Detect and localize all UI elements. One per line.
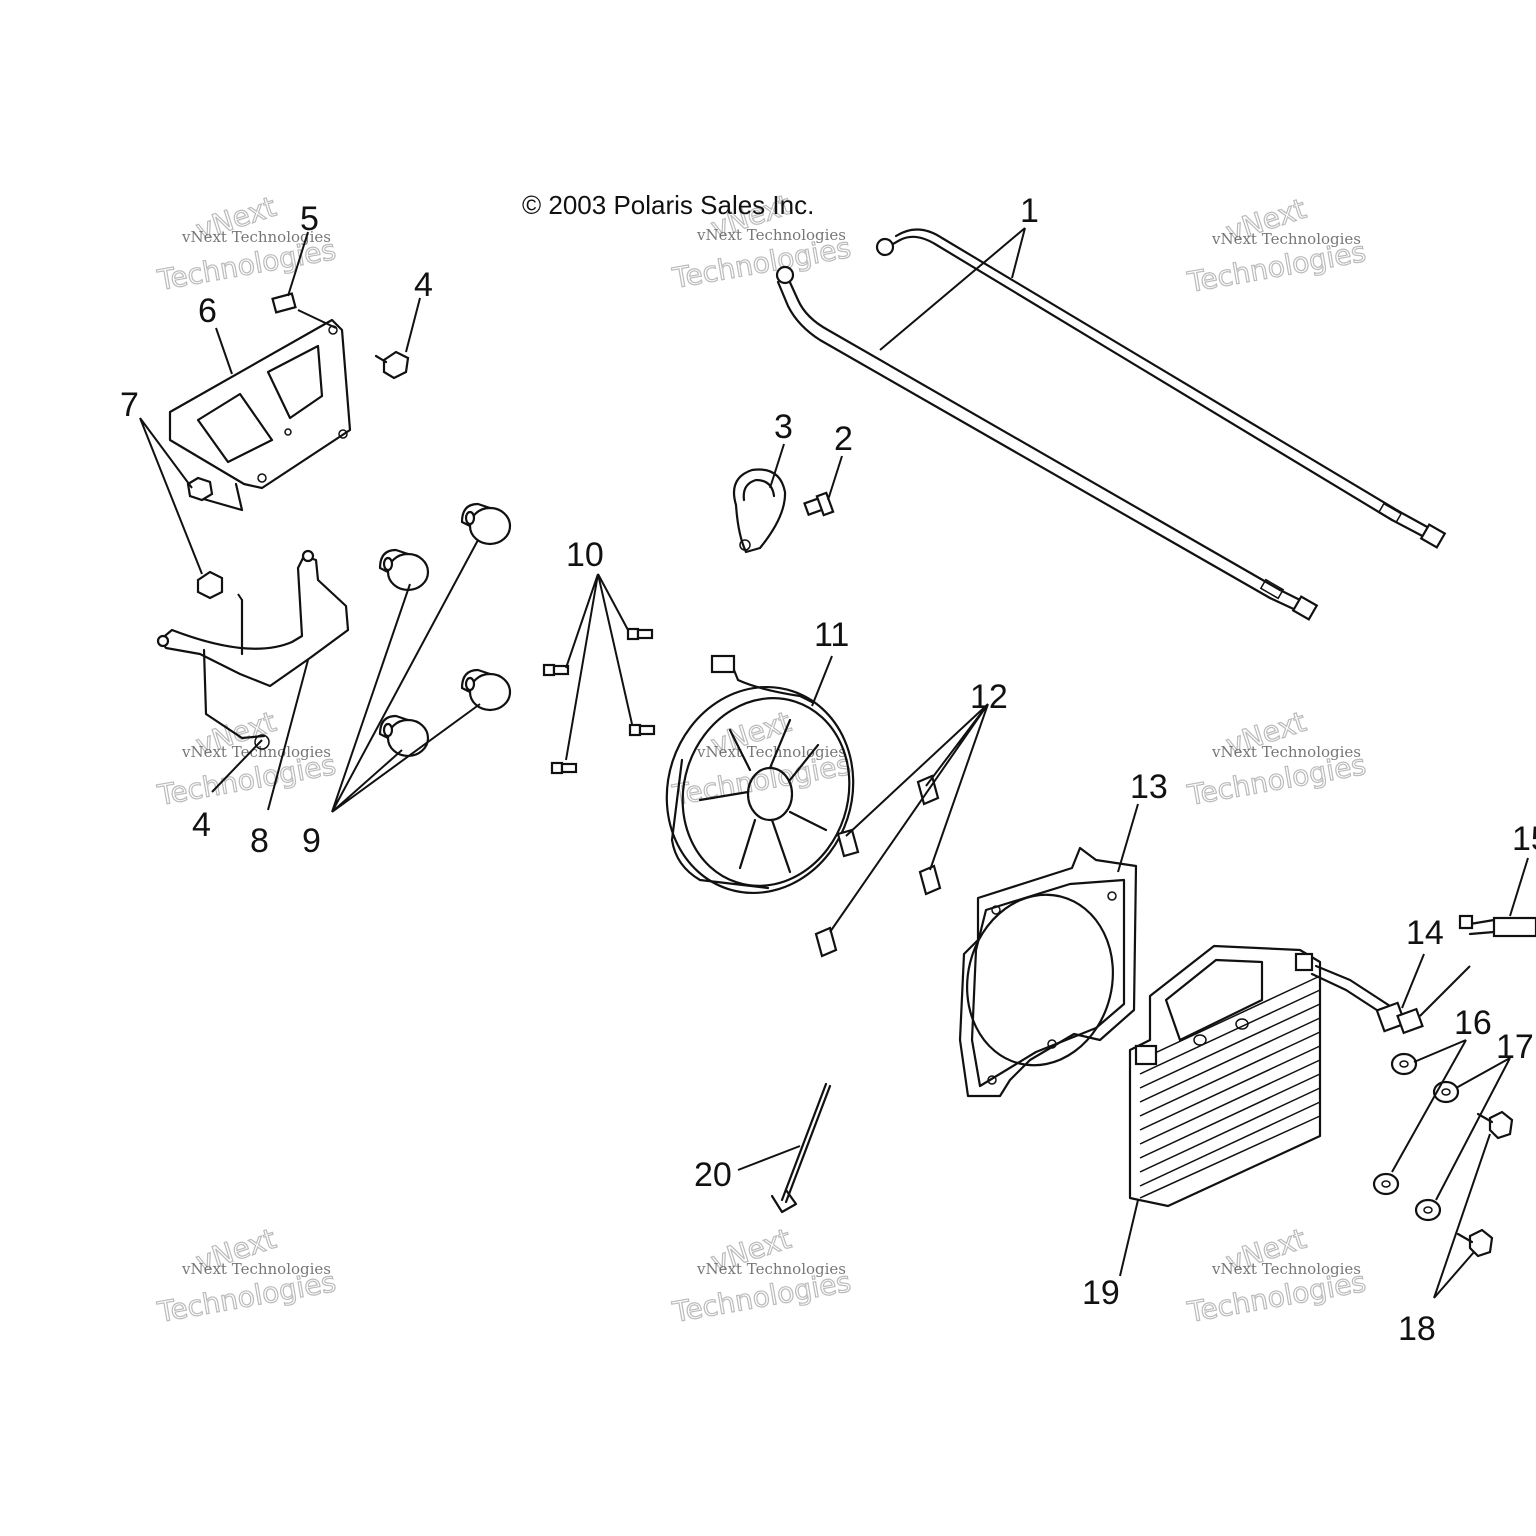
watermark-line: vNext Technologies bbox=[1211, 230, 1361, 248]
callout-7: 7 bbox=[120, 386, 139, 424]
watermark: vNext vNext Technologies Technologies bbox=[154, 704, 339, 812]
copyright-notice: © 2003 Polaris Sales Inc. bbox=[522, 190, 814, 220]
callout-20: 20 bbox=[694, 1156, 732, 1194]
watermark: vNext vNext Technologies Technologies bbox=[1184, 1221, 1369, 1329]
part-cable-tie bbox=[770, 1082, 832, 1214]
callout-4-upper: 4 bbox=[414, 266, 433, 304]
part-washers bbox=[1372, 1052, 1460, 1222]
watermark-line: vNext Technologies bbox=[1211, 743, 1361, 761]
callout-3: 3 bbox=[774, 408, 793, 446]
watermark: vNext vNext Technologies Technologies bbox=[669, 1221, 854, 1329]
watermark-line: vNext Technologies bbox=[1211, 1260, 1361, 1278]
watermark: vNext vNext Technologies Technologies bbox=[154, 1221, 339, 1329]
part-fan-shroud bbox=[958, 846, 1138, 1098]
callout-16: 16 bbox=[1454, 1004, 1492, 1042]
part-lower-bracket bbox=[156, 549, 350, 750]
watermark-line: vNext Technologies bbox=[181, 743, 331, 761]
watermark-line: vNext Technologies bbox=[181, 1260, 331, 1278]
watermark: vNext vNext Technologies Technologies bbox=[1184, 704, 1369, 812]
callout-12: 12 bbox=[970, 678, 1008, 716]
callout-14: 14 bbox=[1406, 914, 1444, 952]
callout-15: 15 bbox=[1512, 820, 1536, 858]
watermark-line: vNext Technologies bbox=[696, 1260, 846, 1278]
callout-11: 11 bbox=[814, 616, 849, 654]
part-hose-clamp bbox=[732, 468, 787, 554]
part-cooling-fan bbox=[665, 654, 855, 895]
watermark: vNext vNext Technologies Technologies bbox=[669, 187, 854, 295]
callout-2: 2 bbox=[834, 420, 853, 458]
part-upper-bracket bbox=[168, 318, 352, 512]
leader-lines bbox=[139, 227, 1529, 1299]
part-bolt-4-upper bbox=[374, 350, 410, 380]
callout-6: 6 bbox=[198, 292, 217, 330]
callout-17: 17 bbox=[1496, 1028, 1534, 1066]
callout-10: 10 bbox=[566, 536, 604, 574]
part-fan-screws bbox=[542, 627, 656, 775]
part-coolant-line bbox=[775, 228, 1447, 621]
callout-5: 5 bbox=[300, 200, 319, 238]
callout-9: 9 bbox=[302, 822, 321, 860]
watermark-line: vNext Technologies bbox=[696, 226, 846, 244]
callout-4-lower: 4 bbox=[192, 806, 211, 844]
part-nut-7 bbox=[186, 476, 224, 600]
watermark: vNext vNext Technologies Technologies bbox=[1184, 191, 1369, 299]
part-isolators bbox=[378, 502, 512, 758]
callout-19: 19 bbox=[1082, 1274, 1120, 1312]
callout-1: 1 bbox=[1020, 192, 1039, 230]
watermarks: vNext vNext Technologies Technologies vN… bbox=[154, 187, 1369, 1329]
callout-18: 18 bbox=[1398, 1310, 1436, 1348]
part-oil-cooler bbox=[1128, 944, 1392, 1208]
watermark-line: vNext Technologies bbox=[181, 228, 331, 246]
callouts: 1 2 3 4 4 5 6 7 8 9 10 11 12 13 14 15 16… bbox=[120, 192, 1536, 1348]
cooler-fins bbox=[1139, 975, 1321, 1199]
callout-13: 13 bbox=[1130, 768, 1168, 806]
part-connector bbox=[1375, 1001, 1424, 1035]
part-screws-18 bbox=[1456, 1110, 1514, 1258]
part-screw-2 bbox=[803, 491, 835, 517]
part-speed-nuts bbox=[814, 774, 942, 958]
part-harness bbox=[1458, 914, 1536, 938]
callout-8: 8 bbox=[250, 822, 269, 860]
part-screw-5 bbox=[271, 292, 297, 314]
